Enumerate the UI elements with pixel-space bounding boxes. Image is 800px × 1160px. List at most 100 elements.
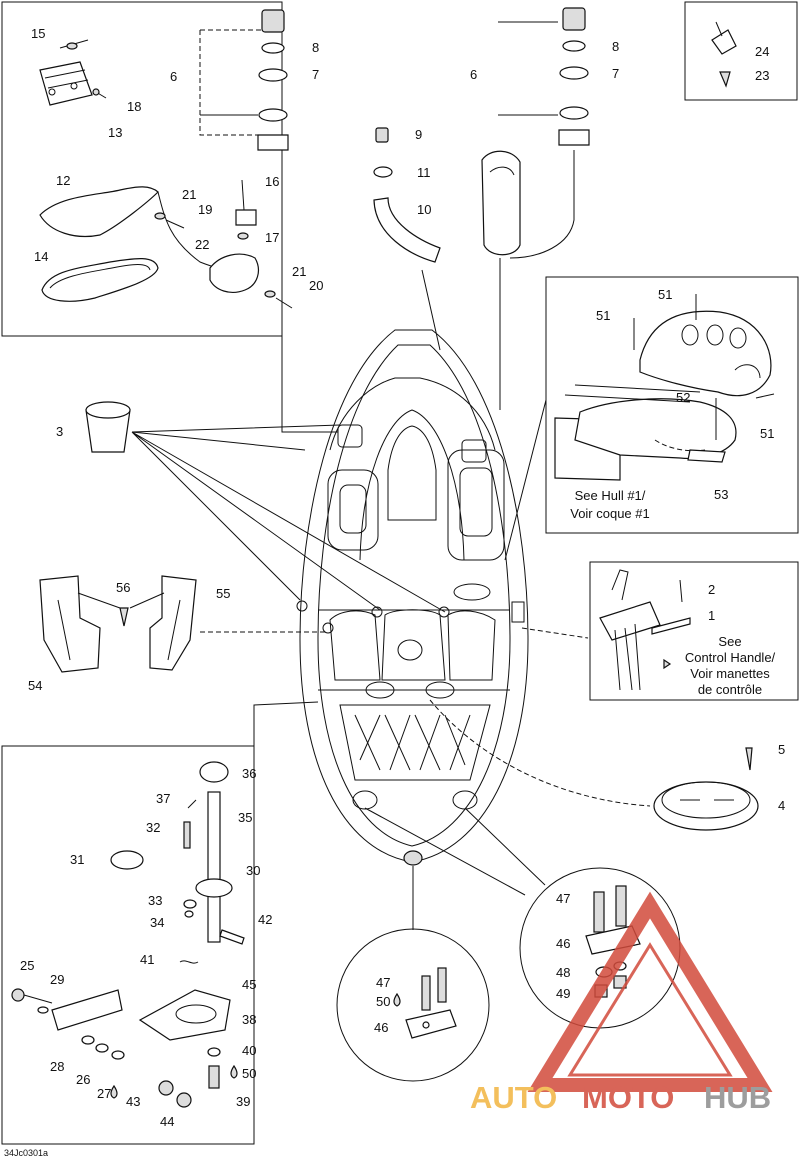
- clip-detail-frame: [684, 1, 798, 101]
- callout-4: 4: [778, 798, 785, 813]
- side-panel-55: [149, 575, 197, 671]
- callout-7-right: 7: [612, 66, 619, 81]
- control-handle-parts: [599, 569, 691, 691]
- callout-24: 24: [755, 44, 769, 59]
- callout-7-left: 7: [312, 67, 319, 82]
- callout-40: 40: [242, 1043, 256, 1058]
- brand-part2: MOTO: [582, 1080, 674, 1115]
- callout-12: 12: [56, 173, 70, 188]
- callout-37: 37: [156, 791, 170, 806]
- callout-51-right: 51: [760, 426, 774, 441]
- rope-bracket: [39, 61, 93, 106]
- seat-kit-frame: [1, 1, 283, 337]
- screw-56: [119, 607, 129, 627]
- callout-30: 30: [246, 863, 260, 878]
- screw-5: [745, 747, 753, 771]
- callout-6-right: 6: [470, 67, 477, 82]
- callout-29: 29: [50, 972, 64, 987]
- callout-6-left: 6: [170, 69, 177, 84]
- callout-25: 25: [20, 958, 34, 973]
- hull-section-parts: [554, 294, 775, 481]
- latch-plate: [209, 253, 259, 293]
- callout-10: 10: [417, 202, 431, 217]
- callout-13: 13: [108, 125, 122, 140]
- storage-tray: [481, 150, 521, 256]
- arrow-icon: [663, 658, 672, 670]
- detail-circle-left: [336, 928, 490, 1082]
- callout-48: 48: [556, 965, 570, 980]
- callout-41: 41: [140, 952, 154, 967]
- callout-14: 14: [34, 249, 48, 264]
- cap-9: [375, 127, 389, 143]
- hull-body: [296, 329, 529, 866]
- callout-50-left: 50: [376, 994, 390, 1009]
- callout-49: 49: [556, 986, 570, 1001]
- callout-20: 20: [309, 278, 323, 293]
- callout-27: 27: [97, 1086, 111, 1101]
- callout-51-left: 51: [596, 308, 610, 323]
- washer-17: [237, 232, 249, 240]
- watermark-logo: AUTO MOTO HUB: [470, 891, 773, 1115]
- callout-8-right: 8: [612, 39, 619, 54]
- seat-strap-14: [41, 258, 159, 302]
- steering-parts: [11, 761, 245, 1108]
- callout-19: 19: [198, 202, 212, 217]
- callout-21-top: 21: [182, 187, 196, 202]
- side-panel-54: [39, 575, 101, 673]
- screw-19: [165, 219, 185, 229]
- callout-38: 38: [242, 1012, 256, 1027]
- callout-34: 34: [150, 915, 164, 930]
- callout-46-left: 46: [374, 1020, 388, 1035]
- callout-55: 55: [216, 586, 230, 601]
- handle-note-line3: Voir manettes: [690, 666, 770, 681]
- grommet-15: [66, 42, 78, 50]
- pin-16: [241, 179, 245, 211]
- lubricant-drop-icon: [230, 1064, 238, 1079]
- callout-46-right: 46: [556, 936, 570, 951]
- callout-22: 22: [195, 237, 209, 252]
- callout-9: 9: [415, 127, 422, 142]
- washer-21a: [154, 212, 166, 220]
- callout-47-left: 47: [376, 975, 390, 990]
- rivet-23: [719, 71, 731, 88]
- callout-52: 52: [676, 390, 690, 405]
- lubricant-drop-icon: [393, 992, 401, 1007]
- spacer-detail-left: [405, 967, 457, 1039]
- callout-33: 33: [148, 893, 162, 908]
- callout-56: 56: [116, 580, 130, 595]
- lubricant-drop-icon: [110, 1084, 118, 1099]
- hose-10: [373, 197, 441, 263]
- callout-45: 45: [242, 977, 256, 992]
- hull-detail-frame: [545, 276, 799, 534]
- callout-labels: 1 2 3 4 5 6 6 7 7 8 8 9 10 11 12 13 14 1…: [20, 26, 785, 1129]
- callout-15: 15: [31, 26, 45, 41]
- fitting-stack-left: [199, 9, 289, 151]
- callout-43: 43: [126, 1094, 140, 1109]
- callout-16: 16: [265, 174, 279, 189]
- callout-44: 44: [160, 1114, 174, 1129]
- callout-8-left: 8: [312, 40, 319, 55]
- fitting-stack-right: [498, 7, 590, 259]
- leader-lines: [77, 258, 651, 930]
- callout-54: 54: [28, 678, 42, 693]
- screw-head-18: [92, 88, 100, 96]
- callout-26: 26: [76, 1072, 90, 1087]
- steering-frame: [1, 745, 255, 1145]
- callout-31: 31: [70, 852, 84, 867]
- callout-28: 28: [50, 1059, 64, 1074]
- callout-2: 2: [708, 582, 715, 597]
- brand-part1: AUTO: [470, 1080, 557, 1115]
- handle-note-line2: Control Handle/: [685, 650, 776, 665]
- callout-5: 5: [778, 742, 785, 757]
- screw-20: [275, 297, 293, 309]
- callout-39: 39: [236, 1094, 250, 1109]
- callout-23: 23: [755, 68, 769, 83]
- bracket-16: [235, 209, 257, 226]
- callout-3: 3: [56, 424, 63, 439]
- callout-53: 53: [714, 487, 728, 502]
- callout-18: 18: [127, 99, 141, 114]
- callout-35: 35: [238, 810, 252, 825]
- callout-42: 42: [258, 912, 272, 927]
